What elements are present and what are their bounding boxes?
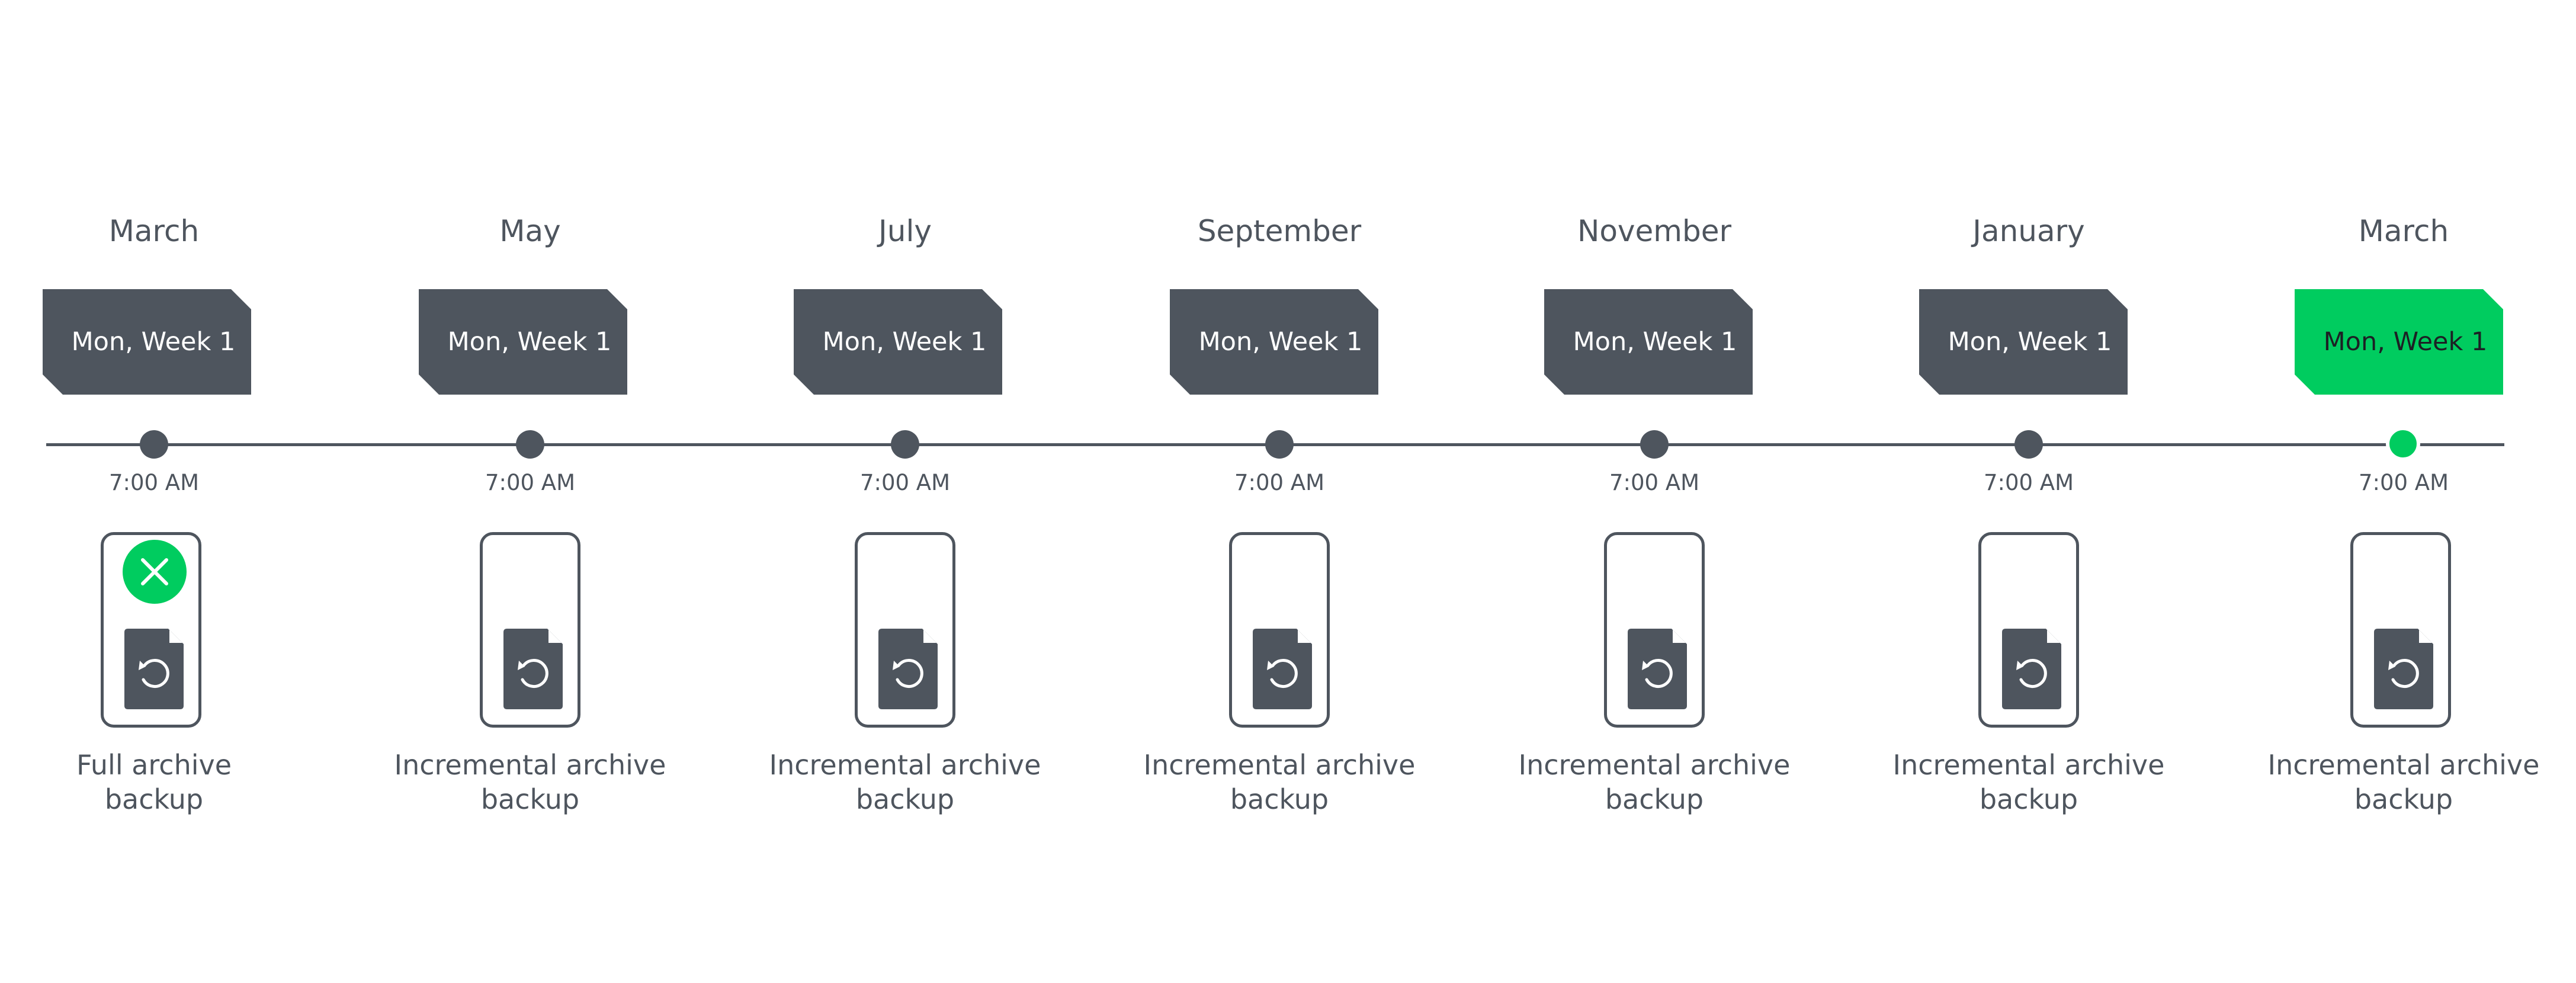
- month-label: September: [1197, 214, 1362, 248]
- backup-label: Incremental archive backup: [394, 749, 666, 815]
- time-label: 7:00 AM: [1609, 470, 1700, 495]
- month-label: March: [2358, 214, 2449, 248]
- time-label: 7:00 AM: [2358, 470, 2449, 495]
- schedule-tag: Mon, Week 1: [1919, 289, 2128, 395]
- backup-file-icon: [1253, 629, 1312, 709]
- schedule-tag: Mon, Week 1: [1544, 289, 1753, 395]
- backup-label: Incremental archive backup: [1892, 749, 2165, 815]
- timeline-step-current: March Mon, Week 1 7:00 AM Incremental ar…: [2238, 0, 2569, 983]
- timeline-dot: [1640, 430, 1669, 459]
- backup-file-icon: [878, 629, 938, 709]
- month-label: May: [499, 214, 561, 248]
- backup-label: Incremental archive backup: [2267, 749, 2540, 815]
- timeline-dot: [891, 430, 919, 459]
- timeline-step: November Mon, Week 1 7:00 AM Incremental…: [1489, 0, 1820, 983]
- timeline-dot: [1265, 430, 1294, 459]
- backup-label: Incremental archive backup: [1143, 749, 1416, 815]
- device-frame: [855, 532, 955, 728]
- month-label: January: [1972, 214, 2085, 248]
- timeline-step: July Mon, Week 1 7:00 AM Incremental arc…: [739, 0, 1071, 983]
- schedule-tag: Mon, Week 1: [419, 289, 627, 395]
- time-label: 7:00 AM: [859, 470, 951, 495]
- timeline-dot-current: [2386, 427, 2420, 461]
- device-frame: [101, 532, 201, 728]
- schedule-tag-current: Mon, Week 1: [2295, 289, 2503, 395]
- time-label: 7:00 AM: [108, 470, 200, 495]
- schedule-tag: Mon, Week 1: [794, 289, 1002, 395]
- device-frame: [2350, 532, 2451, 728]
- close-icon: [123, 540, 187, 604]
- backup-label: Incremental archive backup: [1518, 749, 1791, 815]
- device-frame: [480, 532, 580, 728]
- timeline-dot: [2014, 430, 2043, 459]
- timeline-step: May Mon, Week 1 7:00 AM Incremental arch…: [364, 0, 696, 983]
- backup-label: Incremental archive backup: [769, 749, 1041, 815]
- timeline-dot: [140, 430, 168, 459]
- timeline-step: September Mon, Week 1 7:00 AM Incrementa…: [1114, 0, 1445, 983]
- month-label: November: [1577, 214, 1732, 248]
- backup-label: Full archive backup: [76, 749, 232, 815]
- time-label: 7:00 AM: [1234, 470, 1325, 495]
- device-frame: [1604, 532, 1705, 728]
- device-frame: [1229, 532, 1330, 728]
- backup-file-icon: [2374, 629, 2433, 709]
- time-label: 7:00 AM: [485, 470, 576, 495]
- month-label: July: [878, 214, 932, 248]
- schedule-tag: Mon, Week 1: [1170, 289, 1378, 395]
- timeline-step: March Mon, Week 1 7:00 AM Full archive b…: [0, 0, 320, 983]
- backup-file-icon: [1628, 629, 1687, 709]
- backup-file-icon: [2002, 629, 2061, 709]
- backup-file-icon: [503, 629, 563, 709]
- time-label: 7:00 AM: [1983, 470, 2074, 495]
- timeline-dot: [516, 430, 544, 459]
- schedule-tag: Mon, Week 1: [43, 289, 251, 395]
- month-label: March: [108, 214, 200, 248]
- timeline-step: January Mon, Week 1 7:00 AM Incremental …: [1863, 0, 2195, 983]
- backup-file-icon: [124, 629, 184, 709]
- device-frame: [1978, 532, 2079, 728]
